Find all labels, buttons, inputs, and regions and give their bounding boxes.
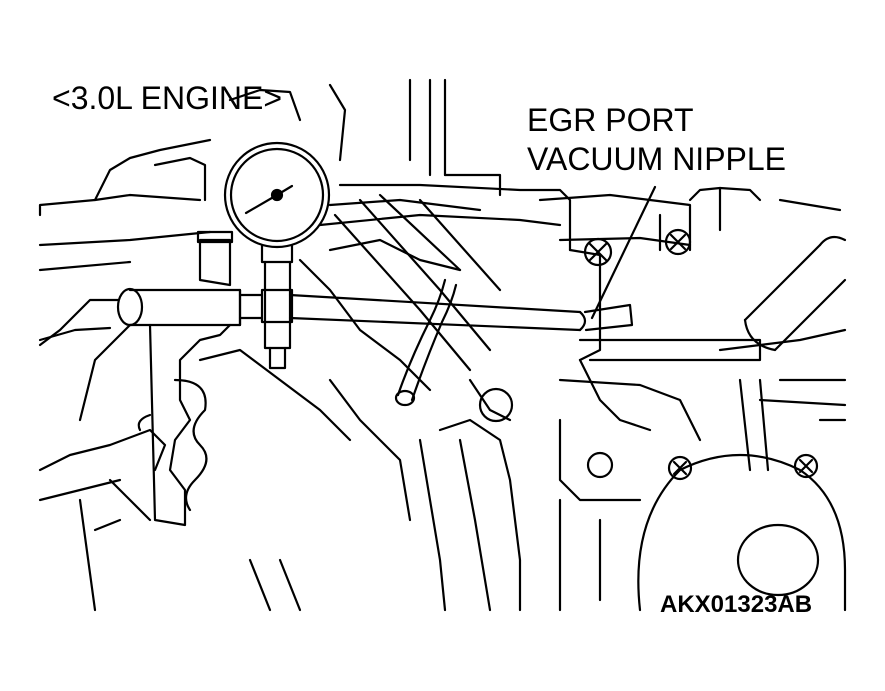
egr-port-label: EGR PORT [527,102,694,138]
engine-label: <3.0L ENGINE> [52,80,283,116]
egr-leader-line [590,185,657,320]
screw-heads [583,228,819,481]
figure-id-label: AKX01323AB [660,591,813,618]
gauge-hose [260,288,634,332]
vacuum-nipple-label: VACUUM NIPPLE [527,141,787,177]
angled-pipes [333,193,514,423]
small-hose [394,278,458,407]
vacuum-pump [38,230,264,527]
vacuum-gauge [223,141,331,370]
hand [38,413,167,522]
engine-outline [38,78,847,612]
vacuum-hose [743,235,847,352]
actuator-housing [586,378,847,612]
